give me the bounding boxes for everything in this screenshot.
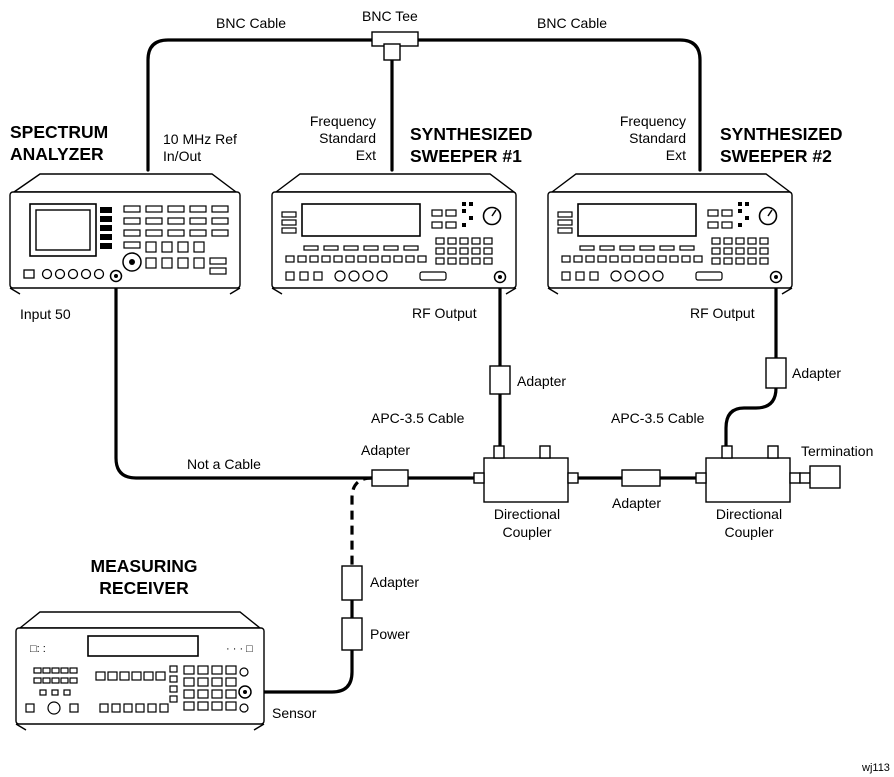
bnc-cable-right-label: BNC Cable (537, 15, 607, 31)
freq-std-1-line3: Ext (356, 147, 376, 163)
sweeper1-title-1: SYNTHESIZED (410, 124, 533, 144)
bnc-tee-label: BNC Tee (362, 8, 418, 24)
sweeper2-title-2: SWEEPER #2 (720, 146, 832, 166)
ref-in-out-label-1: 10 MHz Ref (163, 131, 237, 147)
not-a-cable-label: Not a Cable (187, 456, 261, 472)
bnc-cable-left (146, 38, 374, 172)
adapter-2-label: Adapter (792, 365, 841, 381)
adapter-1-label: Adapter (517, 373, 566, 389)
spectrum-analyzer-title-1: SPECTRUM (10, 122, 108, 142)
freq-std-1-line2: Standard (319, 130, 376, 146)
adapter-main-line (371, 469, 409, 487)
sweeper1-title-2: SWEEPER #1 (410, 146, 522, 166)
coupler-1-label-2: Coupler (502, 524, 551, 540)
synthesized-sweeper-1 (271, 173, 517, 295)
coupler-1-label-1: Directional (494, 506, 560, 522)
apc-cable-2-label: APC-3.5 Cable (611, 410, 705, 426)
bnc-tee (371, 31, 419, 61)
freq-std-1-line1: Frequency (310, 113, 376, 129)
labels: BNC Cable BNC Tee BNC Cable SPECTRUM ANA… (10, 8, 890, 774)
adapter-main-label: Adapter (361, 442, 410, 458)
directional-coupler-2 (695, 445, 801, 503)
coupler-2-label-1: Directional (716, 506, 782, 522)
sweeper2-title-1: SYNTHESIZED (720, 124, 843, 144)
adapter-sweeper2 (765, 357, 787, 389)
freq-std-2-line1: Frequency (620, 113, 686, 129)
rf-output-1-label: RF Output (412, 305, 477, 321)
receiver-left-readout: □: : (30, 643, 46, 655)
sensor-label: Sensor (272, 705, 317, 721)
adapter-sensor (341, 565, 363, 601)
apc-cable-1-label: APC-3.5 Cable (371, 410, 465, 426)
rf-components (341, 357, 841, 651)
adapter-mid-label: Adapter (612, 495, 661, 511)
freq-std-2-line3: Ext (666, 147, 686, 163)
synthesized-sweeper-2 (547, 173, 793, 295)
termination-label: Termination (801, 443, 873, 459)
input-50-label: Input 50 (20, 306, 71, 322)
ref-in-out-label-2: In/Out (163, 148, 201, 164)
adapter-sweeper1 (489, 365, 511, 395)
dashed-sensor-connection (350, 476, 373, 566)
spectrum-analyzer (9, 173, 241, 295)
spectrum-analyzer-title-2: ANALYZER (10, 144, 104, 164)
figure-id: wj113 (861, 762, 890, 774)
bnc-cable-right (416, 38, 702, 172)
measuring-receiver: □: : · · · □ (15, 611, 265, 731)
power-sensor (341, 617, 363, 651)
measuring-receiver-title-1: MEASURING (91, 556, 198, 576)
not-a-cable-line (114, 280, 374, 480)
power-sensor-cable (248, 648, 354, 694)
rf-output-2-label: RF Output (690, 305, 755, 321)
directional-coupler-1 (473, 445, 579, 503)
coupler-2-label-2: Coupler (724, 524, 773, 540)
termination (799, 465, 841, 489)
sweeper2-rf-line (724, 280, 778, 450)
adapter-sensor-label: Adapter (370, 574, 419, 590)
bnc-cable-left-label: BNC Cable (216, 15, 286, 31)
freq-std-2-line2: Standard (629, 130, 686, 146)
power-label: Power (370, 626, 410, 642)
receiver-right-readout: · · · □ (226, 643, 253, 655)
adapter-between-couplers (621, 469, 661, 487)
measuring-receiver-title-2: RECEIVER (99, 578, 189, 598)
